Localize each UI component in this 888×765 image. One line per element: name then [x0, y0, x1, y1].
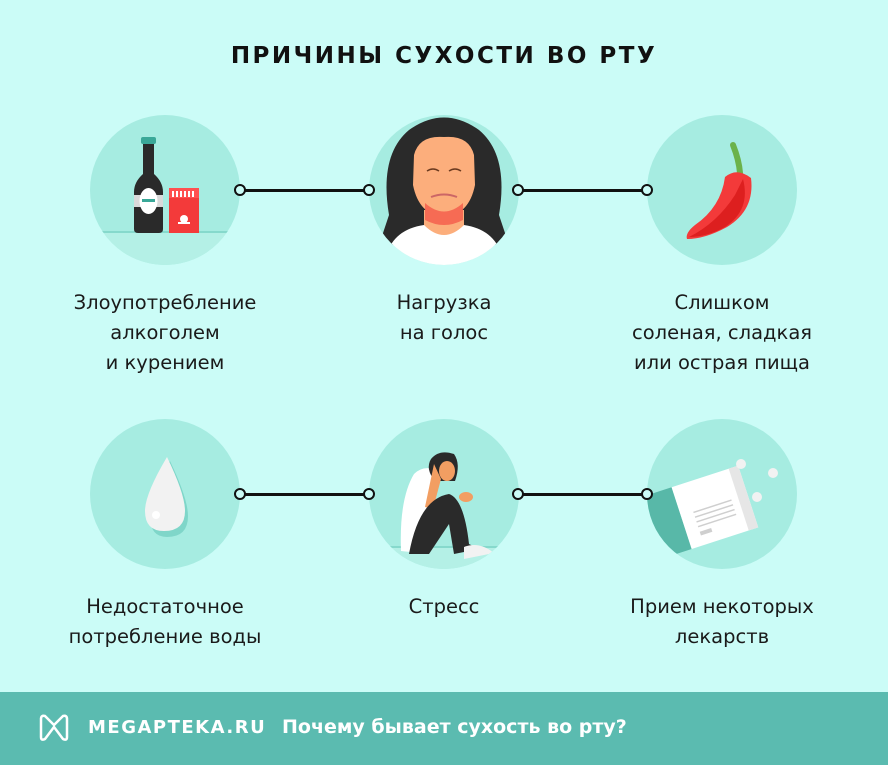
connector-dot [234, 488, 246, 500]
connector-dot [363, 488, 375, 500]
brand-name[interactable]: MEGAPTEKA.RU [88, 717, 267, 738]
connector-dot [512, 488, 524, 500]
connector-dot [641, 488, 653, 500]
woman-sore-throat-icon [369, 115, 519, 265]
connector-dot [512, 184, 524, 196]
chili-pepper-icon [647, 115, 797, 265]
footer-bar: MEGAPTEKA.RU Почему бывает сухость во рт… [0, 692, 888, 765]
connector-line [244, 189, 365, 192]
connector-line [522, 189, 643, 192]
alcohol-cigarettes-icon [90, 115, 240, 265]
medicine-box-icon [647, 419, 797, 569]
page-title: ПРИЧИНЫ СУХОСТИ ВО РТУ [230, 43, 658, 69]
footer-tagline: Почему бывает сухость во рту? [282, 716, 627, 738]
water-drop-icon [90, 419, 240, 569]
connector-dot [641, 184, 653, 196]
connector-line [522, 493, 643, 496]
stressed-person-icon [369, 419, 519, 569]
connector-line [244, 493, 365, 496]
connector-dot [234, 184, 246, 196]
cause-label-stress: Стресс [408, 595, 480, 618]
megapteka-logo-icon [39, 714, 69, 741]
connector-dot [363, 184, 375, 196]
